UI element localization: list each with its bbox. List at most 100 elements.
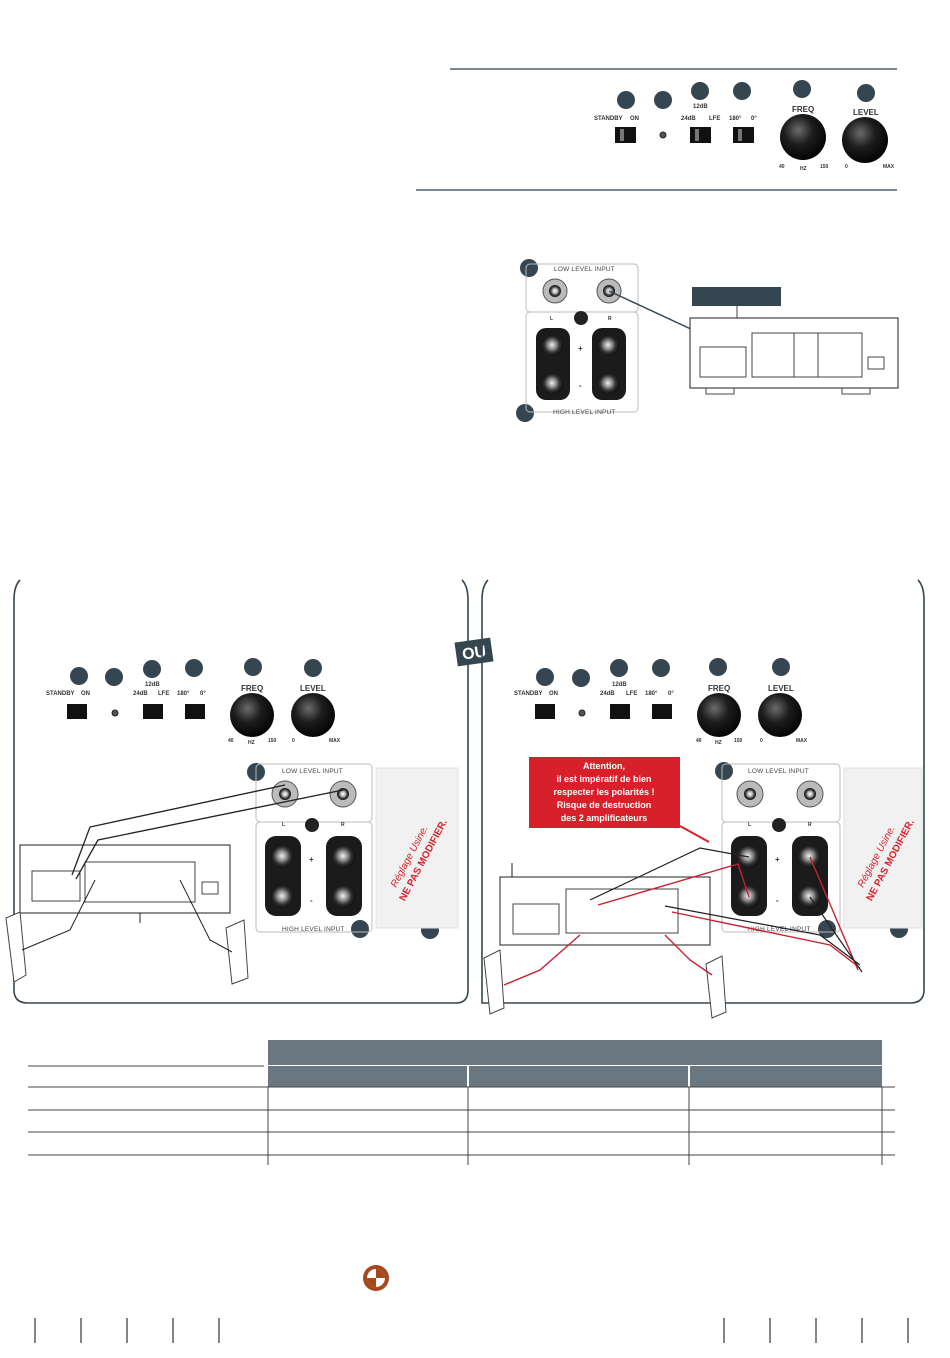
freq-max: 150: [268, 738, 277, 744]
standby-switch[interactable]: [535, 704, 555, 719]
binding-post[interactable]: [599, 336, 619, 356]
db24-label: 24dB: [133, 691, 148, 697]
speaker-wire-positive: [809, 856, 859, 971]
level-min: 0: [845, 164, 848, 170]
lfe-label: LFE: [626, 691, 637, 697]
left-label: L: [282, 822, 285, 828]
brand-logo-icon: [363, 1265, 389, 1291]
binding-post[interactable]: [543, 374, 563, 394]
factory-settings-label: [843, 767, 923, 929]
freq-knob[interactable]: [697, 693, 741, 737]
binding-post[interactable]: [333, 886, 355, 908]
badge: [715, 762, 733, 780]
binding-post[interactable]: [333, 846, 355, 868]
badge: [185, 659, 203, 677]
level-max: MAX: [329, 738, 341, 744]
on-label: ON: [630, 116, 639, 122]
level-knob[interactable]: [291, 693, 335, 737]
ground-screw: [574, 311, 588, 325]
speaker-right: [705, 955, 727, 1019]
badge: [857, 84, 875, 102]
badge: [351, 920, 369, 938]
speaker-wire-positive: [664, 934, 713, 976]
panel-frame: [13, 579, 469, 1004]
middle-input-diagram: LOW LEVEL INPUT HIGH LEVEL INPUT L R + -: [516, 259, 899, 422]
level-label: LEVEL: [768, 684, 794, 693]
level-min: 0: [292, 738, 295, 744]
speaker-left: [5, 911, 27, 983]
rca-bank: [699, 346, 747, 378]
high-level-label: HIGH LEVEL INPUT: [553, 409, 616, 416]
ground-screw: [772, 818, 786, 832]
speaker-wire: [21, 879, 96, 951]
on-label: ON: [549, 691, 558, 697]
freq-max: 150: [820, 164, 829, 170]
high-level-label: HIGH LEVEL INPUT: [748, 926, 811, 933]
standby-label: STANDBY: [46, 691, 75, 697]
right-label: R: [808, 822, 812, 828]
speaker-wire-positive: [597, 863, 750, 906]
rca-center: [279, 788, 291, 800]
freq-knob[interactable]: [230, 693, 274, 737]
warning-line5: des 2 amplificateurs: [561, 813, 648, 823]
freq-label: FREQ: [708, 684, 730, 693]
rca-cable: [75, 789, 344, 880]
amp-foot: [841, 387, 871, 395]
crossover-switch[interactable]: [143, 704, 163, 719]
binding-post[interactable]: [543, 336, 563, 356]
badge: [793, 80, 811, 98]
freq-label: FREQ: [792, 105, 814, 114]
level-knob[interactable]: [758, 693, 802, 737]
badge: [536, 668, 554, 686]
binding-post[interactable]: [272, 886, 294, 908]
standby-label: STANDBY: [514, 691, 543, 697]
phase-switch[interactable]: [185, 704, 205, 719]
standby-switch[interactable]: [615, 127, 636, 143]
power-socket: [201, 881, 219, 895]
badge: [617, 91, 635, 109]
level-label: LEVEL: [853, 108, 879, 117]
standby-switch[interactable]: [67, 704, 87, 719]
badge: [244, 658, 262, 676]
binding-post[interactable]: [599, 374, 619, 394]
crossover-switch[interactable]: [690, 127, 711, 143]
logo-quadrant: [376, 1269, 385, 1278]
polarity-warning: [529, 757, 680, 828]
binding-post[interactable]: [272, 846, 294, 868]
rca-cable: [71, 784, 286, 876]
callout-box: [692, 287, 781, 306]
badge: [304, 659, 322, 677]
crossover-switch[interactable]: [610, 704, 630, 719]
led-indicator: [659, 131, 667, 139]
freq-min: 40: [779, 164, 785, 170]
rca-bank: [512, 903, 560, 935]
freq-unit: HZ: [800, 166, 807, 172]
db24-label: 24dB: [600, 691, 615, 697]
table-subheader: [469, 1066, 688, 1087]
switch-slot: [695, 129, 699, 141]
right-wiring-panel: STANDBY ON 12dB 24dB LFE 180° 0° FREQ 40…: [481, 579, 925, 1019]
switch-slot: [620, 129, 624, 141]
db12-label: 12dB: [693, 104, 708, 110]
right-label: R: [608, 316, 612, 322]
warning-line1: Attention,: [583, 761, 625, 771]
top-control-strip: STANDBY ON 12dB 24dB LFE 180° 0° FREQ 40…: [416, 68, 897, 191]
table-subheader: [690, 1066, 882, 1087]
phase-switch[interactable]: [733, 127, 754, 143]
badge: [70, 667, 88, 685]
level-min: 0: [760, 738, 763, 744]
footer-ticks: [34, 1318, 909, 1343]
badge: [516, 404, 534, 422]
rca-center: [337, 788, 349, 800]
minus-label: -: [579, 381, 582, 390]
table-header: [268, 1040, 882, 1065]
level-max: MAX: [883, 164, 895, 170]
level-knob[interactable]: [842, 117, 888, 163]
ground-screw: [305, 818, 319, 832]
phase-switch[interactable]: [652, 704, 672, 719]
db12-label: 12dB: [612, 682, 627, 688]
right-label: R: [341, 822, 345, 828]
badge: [610, 659, 628, 677]
deg0-label: 0°: [200, 691, 206, 697]
freq-knob[interactable]: [780, 114, 826, 160]
